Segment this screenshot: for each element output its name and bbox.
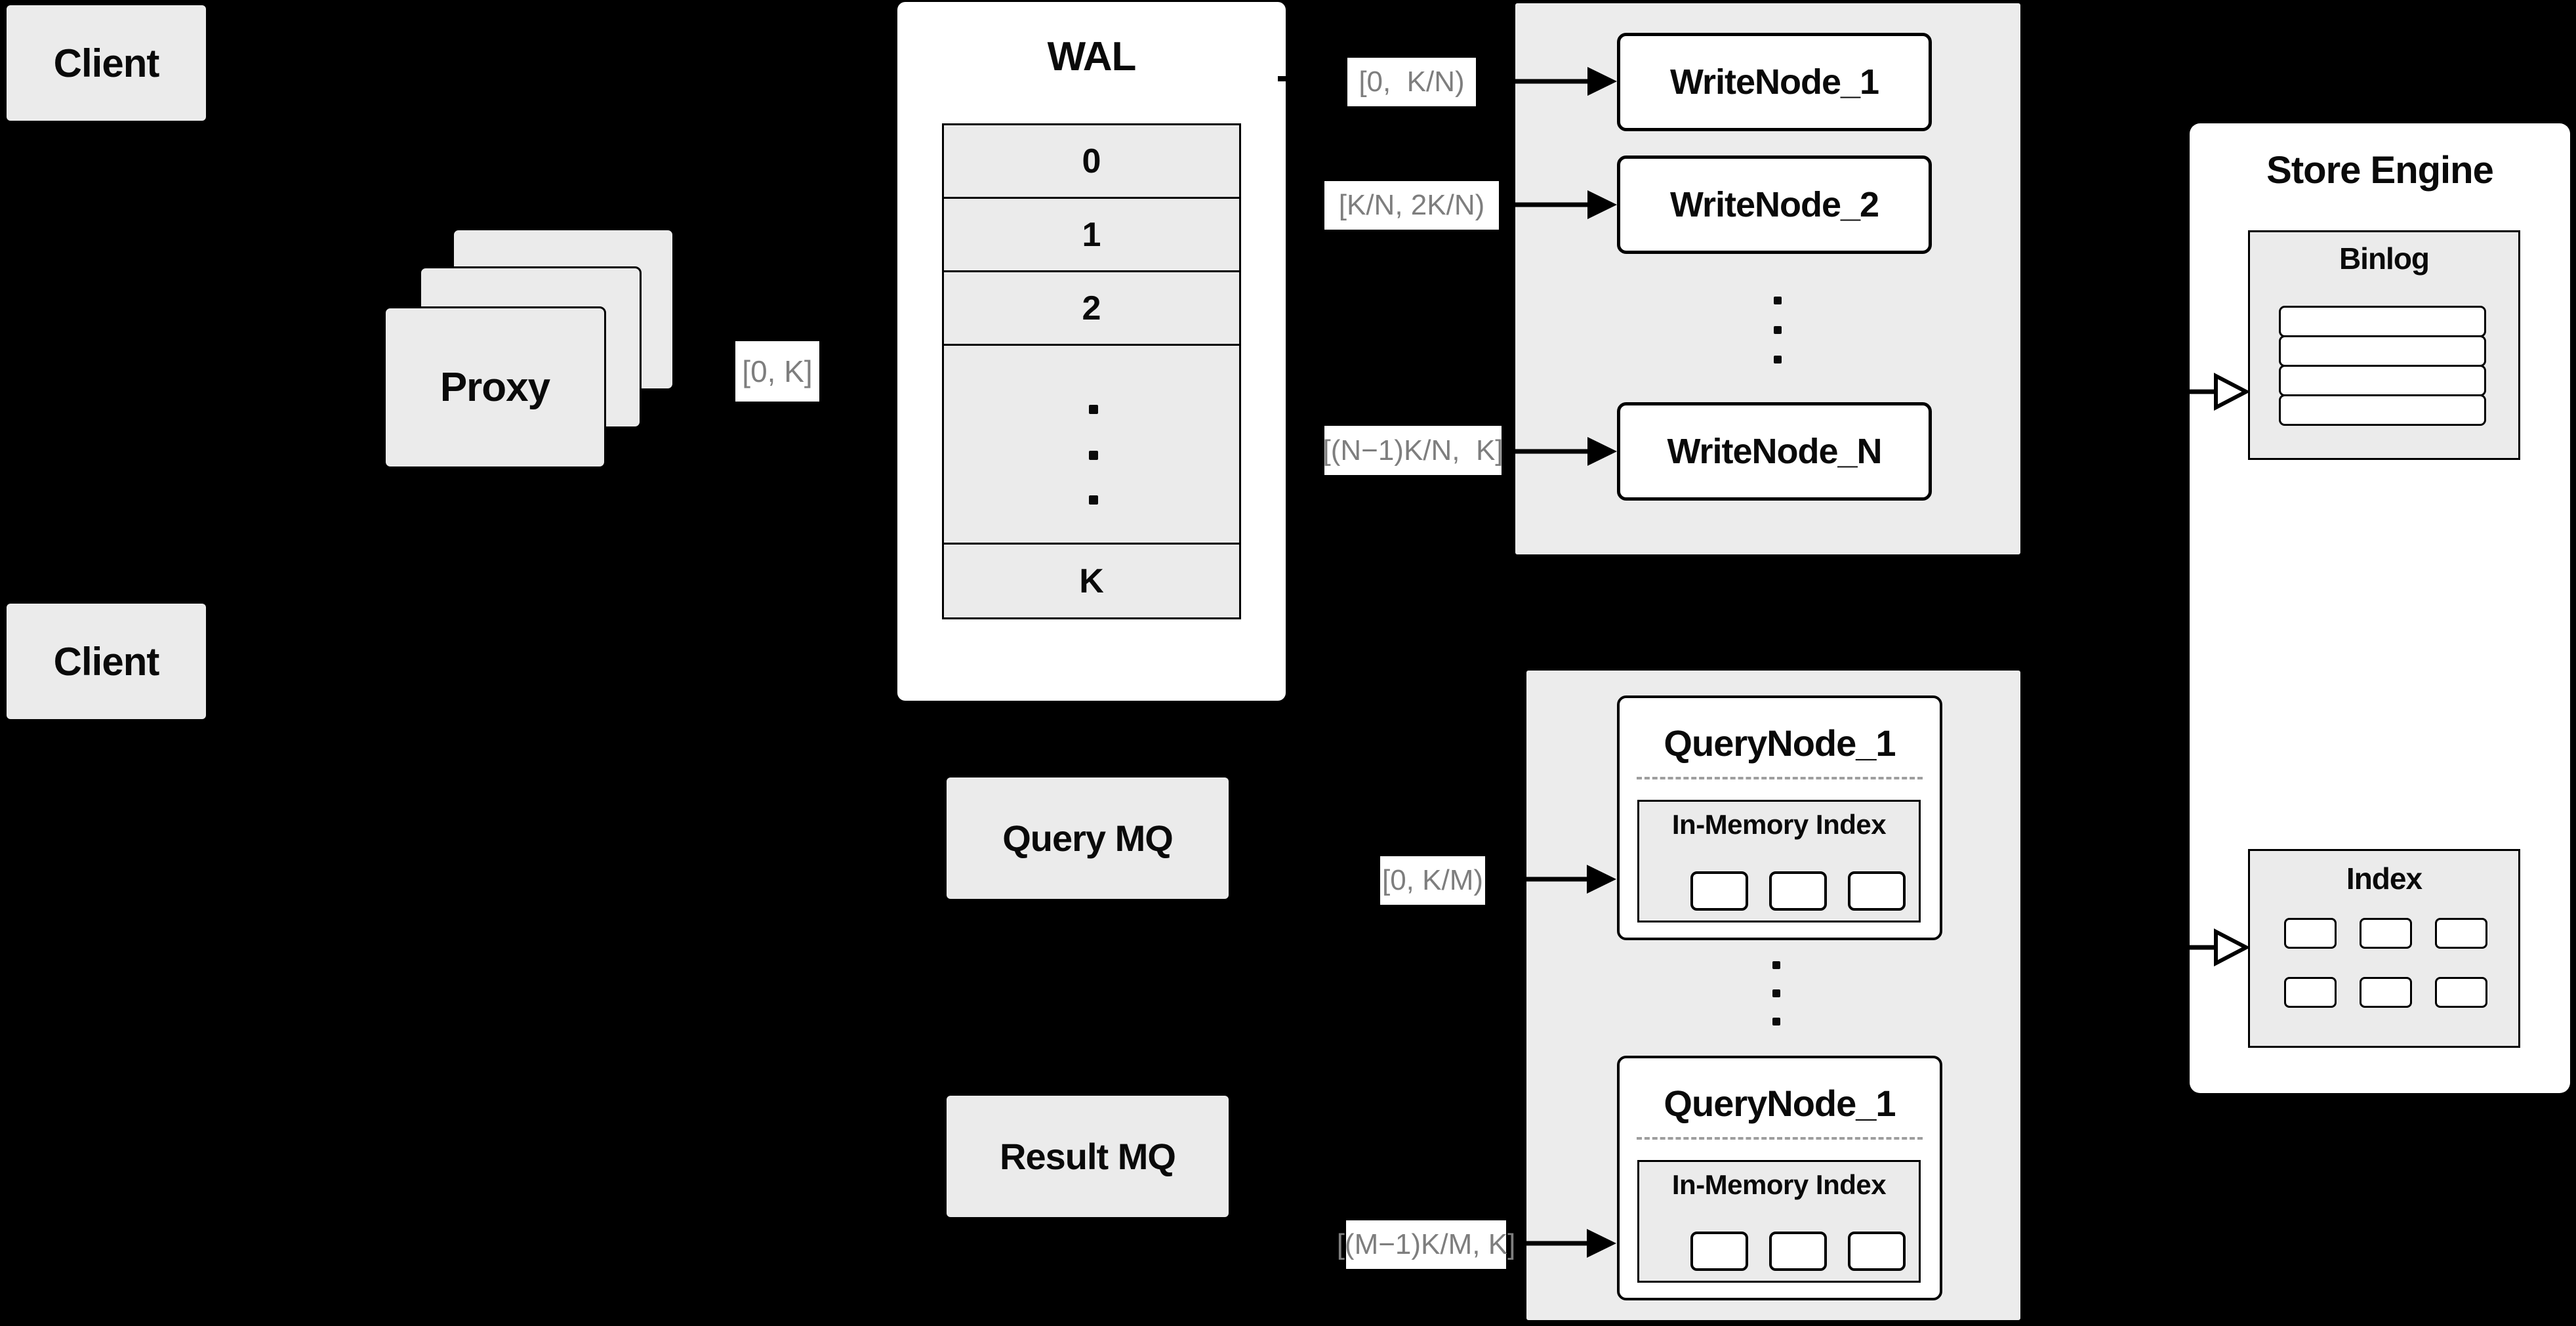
index-square	[2284, 977, 2337, 1008]
client-box-bottom: Client	[7, 604, 206, 719]
ellipsis-dot	[1774, 297, 1782, 304]
write-node-n-label: WriteNode_N	[1667, 432, 1882, 471]
inmemory-index-bottom-title: In-Memory Index	[1671, 1169, 1887, 1200]
wal-title-wrap: WAL	[897, 33, 1286, 79]
inmemory-index-bottom-title-wrap: In-Memory Index	[1639, 1169, 1919, 1201]
index-square	[2435, 977, 2487, 1008]
inmemory-index-bottom: In-Memory Index	[1637, 1160, 1921, 1283]
range-label-wn2: [K/N, 2K/N)	[1324, 181, 1499, 230]
wal-out-arrow-stub	[1278, 76, 1286, 81]
arrow-wal-writenode1	[1513, 67, 1617, 96]
wal-panel: WAL 0 1 2 K	[897, 2, 1286, 701]
write-node-2: WriteNode_2	[1617, 155, 1932, 254]
range-label-proxy-out: [0, K]	[735, 341, 819, 402]
binlog-row	[2279, 394, 2486, 426]
segment-square	[1848, 1232, 1906, 1271]
write-node-2-label: WriteNode_2	[1669, 185, 1879, 224]
segment-square	[1769, 1232, 1827, 1271]
index-box: Index	[2248, 849, 2520, 1048]
inmemory-index-top-title-wrap: In-Memory Index	[1639, 808, 1919, 841]
proxy-card-front: Proxy	[384, 306, 606, 468]
write-node-1-label: WriteNode_1	[1669, 62, 1879, 102]
index-square	[2435, 918, 2487, 949]
wal-row-k: K	[942, 543, 1241, 619]
store-engine-title: Store Engine	[2266, 148, 2494, 192]
binlog-title-wrap: Binlog	[2250, 240, 2518, 277]
result-mq-label: Result MQ	[1000, 1136, 1176, 1177]
binlog-row	[2279, 365, 2486, 396]
query-node-bottom: QueryNode_1 In-Memory Index	[1617, 1056, 1942, 1300]
binlog-row	[2279, 335, 2486, 367]
arrow-into-binlog	[2190, 373, 2248, 411]
arrow-wal-writenode2	[1513, 190, 1617, 219]
index-title: Index	[2346, 861, 2423, 896]
ellipsis-dot	[1089, 405, 1098, 414]
ellipsis-dot	[1774, 356, 1782, 363]
client-box-top: Client	[7, 5, 206, 121]
write-node-1: WriteNode_1	[1617, 33, 1932, 131]
arrow-querymq-querynode1	[1522, 865, 1616, 894]
segment-square	[1690, 871, 1748, 911]
query-node-bottom-title-wrap: QueryNode_1	[1620, 1082, 1940, 1124]
inmemory-index-top: In-Memory Index	[1637, 800, 1921, 922]
dashed-divider	[1637, 777, 1923, 779]
wal-title: WAL	[1047, 33, 1137, 79]
wal-row-1: 1	[942, 197, 1241, 272]
store-engine-panel: Store Engine Binlog Index	[2190, 123, 2570, 1093]
client-top-label: Client	[53, 41, 160, 85]
query-mq-box: Query MQ	[947, 777, 1229, 899]
wal-row-2: 2	[942, 270, 1241, 346]
query-node-bottom-title: QueryNode_1	[1664, 1082, 1896, 1124]
ellipsis-dot	[1089, 495, 1098, 505]
wal-row-ellipsis	[942, 344, 1241, 545]
arrow-into-index	[2190, 928, 2248, 966]
dashed-divider	[1637, 1137, 1923, 1140]
result-mq-box: Result MQ	[947, 1096, 1229, 1217]
inmemory-index-top-title: In-Memory Index	[1671, 809, 1887, 840]
binlog-box: Binlog	[2248, 230, 2520, 460]
index-square	[2284, 918, 2337, 949]
query-mq-label: Query MQ	[1002, 818, 1174, 859]
wal-row-0: 0	[942, 123, 1241, 199]
ellipsis-dot	[1772, 1018, 1780, 1026]
ellipsis-dot	[1774, 326, 1782, 334]
client-bottom-label: Client	[53, 639, 160, 684]
range-label-qn1: [0, K/M)	[1380, 856, 1485, 905]
query-node-top: QueryNode_1 In-Memory Index	[1617, 695, 1942, 940]
arrow-resultmq-querynode2	[1522, 1229, 1616, 1258]
segment-square	[1848, 871, 1906, 911]
arrow-wal-writenodeN	[1513, 437, 1617, 466]
index-square	[2360, 977, 2412, 1008]
wal-table: 0 1 2 K	[942, 123, 1241, 619]
segment-square	[1769, 871, 1827, 911]
segment-square	[1690, 1232, 1748, 1271]
range-label-wnN: [(N−1)K/N, K]	[1322, 426, 1503, 475]
binlog-rows	[2279, 306, 2486, 426]
binlog-title: Binlog	[2339, 241, 2430, 276]
index-square	[2360, 918, 2412, 949]
range-label-qn2: [(M−1)K/M, K]	[1337, 1220, 1515, 1269]
store-engine-title-wrap: Store Engine	[2190, 148, 2570, 192]
proxy-label: Proxy	[440, 365, 550, 410]
write-node-n: WriteNode_N	[1617, 402, 1932, 501]
ellipsis-dot	[1089, 451, 1098, 460]
query-node-top-title-wrap: QueryNode_1	[1620, 722, 1940, 764]
ellipsis-dot	[1772, 961, 1780, 969]
index-title-wrap: Index	[2250, 860, 2518, 897]
range-label-wn1: [0, K/N)	[1347, 58, 1476, 106]
ellipsis-dot	[1772, 989, 1780, 997]
query-node-top-title: QueryNode_1	[1664, 722, 1896, 764]
binlog-row	[2279, 306, 2486, 337]
